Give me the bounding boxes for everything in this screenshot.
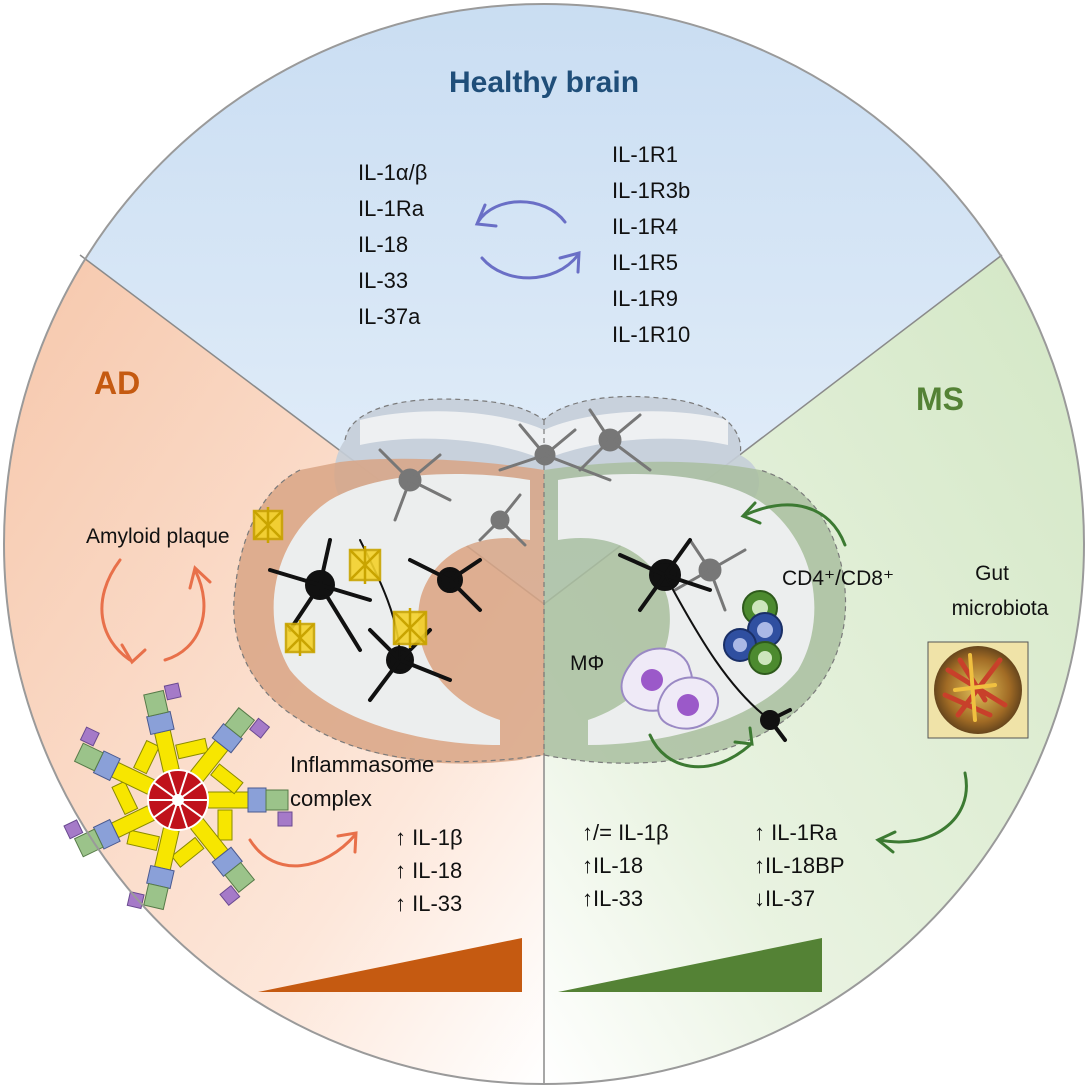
inflammasome-arm bbox=[189, 707, 271, 795]
ad-increase-triangle bbox=[258, 938, 522, 992]
ms-change-item: ↑IL-18BP bbox=[754, 853, 845, 878]
healthy-receptor-list: IL-1R1 IL-1R3b IL-1R4 IL-1R5 IL-1R9 IL-1… bbox=[612, 142, 690, 347]
receptor-item: IL-1R1 bbox=[612, 142, 678, 167]
ligand-item: IL-33 bbox=[358, 268, 408, 293]
inflammasome-arm bbox=[143, 682, 209, 774]
ad-change-list: ↑ IL-1β ↑ IL-18 ↑ IL-33 bbox=[395, 825, 463, 916]
gut-microbiota-image bbox=[927, 641, 1029, 739]
inflammasome-label-1: Inflammasome bbox=[290, 752, 434, 777]
healthy-title: Healthy brain bbox=[449, 66, 639, 99]
ms-change-list-right: ↑ IL-1Ra ↑IL-18BP ↓IL-37 bbox=[754, 820, 845, 911]
black-neurons-ms bbox=[618, 538, 792, 742]
ad-change-item: ↑ IL-33 bbox=[395, 891, 462, 916]
healthy-ligand-list: IL-1α/β IL-1Ra IL-18 IL-33 IL-37a bbox=[358, 160, 427, 329]
receptor-item: IL-1R3b bbox=[612, 178, 690, 203]
receptor-item: IL-1R10 bbox=[612, 322, 690, 347]
ligand-item: IL-1Ra bbox=[358, 196, 425, 221]
receptor-item: IL-1R4 bbox=[612, 214, 678, 239]
inflammasome-label-2: complex bbox=[290, 786, 372, 811]
ad-change-item: ↑ IL-1β bbox=[395, 825, 463, 850]
gray-neurons bbox=[378, 408, 747, 612]
ad-title: AD bbox=[94, 365, 140, 401]
inflammasome-arm bbox=[73, 726, 160, 795]
gut-label-1: Gut bbox=[975, 562, 1009, 585]
ligand-item: IL-37a bbox=[358, 304, 421, 329]
receptor-item: IL-1R5 bbox=[612, 250, 678, 275]
tcell-label: CD4⁺/CD8⁺ bbox=[782, 567, 894, 590]
ligand-item: IL-18 bbox=[358, 232, 408, 257]
ligand-item: IL-1α/β bbox=[358, 160, 427, 185]
ad-change-item: ↑ IL-18 bbox=[395, 858, 462, 883]
amyloid-plaque-label: Amyloid plaque bbox=[86, 525, 230, 548]
brain-section bbox=[233, 395, 847, 764]
ms-change-list-left: ↑/= IL-1β ↑IL-18 ↑IL-33 bbox=[582, 820, 669, 911]
amyloid-plaques bbox=[252, 507, 428, 656]
ms-change-item: ↑ IL-1Ra bbox=[754, 820, 838, 845]
receptor-item: IL-1R9 bbox=[612, 286, 678, 311]
gut-label-2: microbiota bbox=[952, 597, 1049, 620]
macrophage-label: MΦ bbox=[570, 652, 604, 675]
sector-healthy bbox=[80, 4, 1002, 604]
ms-increase-triangle bbox=[558, 938, 822, 992]
ms-arrows bbox=[648, 501, 968, 854]
inflammasome-arm bbox=[170, 817, 256, 907]
outer-circle bbox=[3, 3, 1085, 1085]
healthy-cycle-arrows bbox=[474, 200, 581, 280]
black-neurons-ad bbox=[268, 538, 482, 702]
inflammasome-arm bbox=[63, 780, 156, 858]
ms-change-item: ↑/= IL-1β bbox=[582, 820, 669, 845]
inflammasome-arm bbox=[126, 826, 180, 911]
inflammasome-graphic bbox=[63, 682, 293, 911]
ms-title: MS bbox=[916, 381, 964, 417]
ms-change-item: ↑IL-18 bbox=[582, 853, 643, 878]
inflammasome-hub bbox=[172, 794, 184, 806]
ms-change-item: ↑IL-33 bbox=[582, 886, 643, 911]
macrophages bbox=[620, 647, 720, 730]
ad-arrows bbox=[100, 558, 358, 868]
inflammasome-arm bbox=[207, 787, 293, 841]
t-cells bbox=[723, 590, 783, 675]
ms-change-item: ↓IL-37 bbox=[754, 886, 815, 911]
